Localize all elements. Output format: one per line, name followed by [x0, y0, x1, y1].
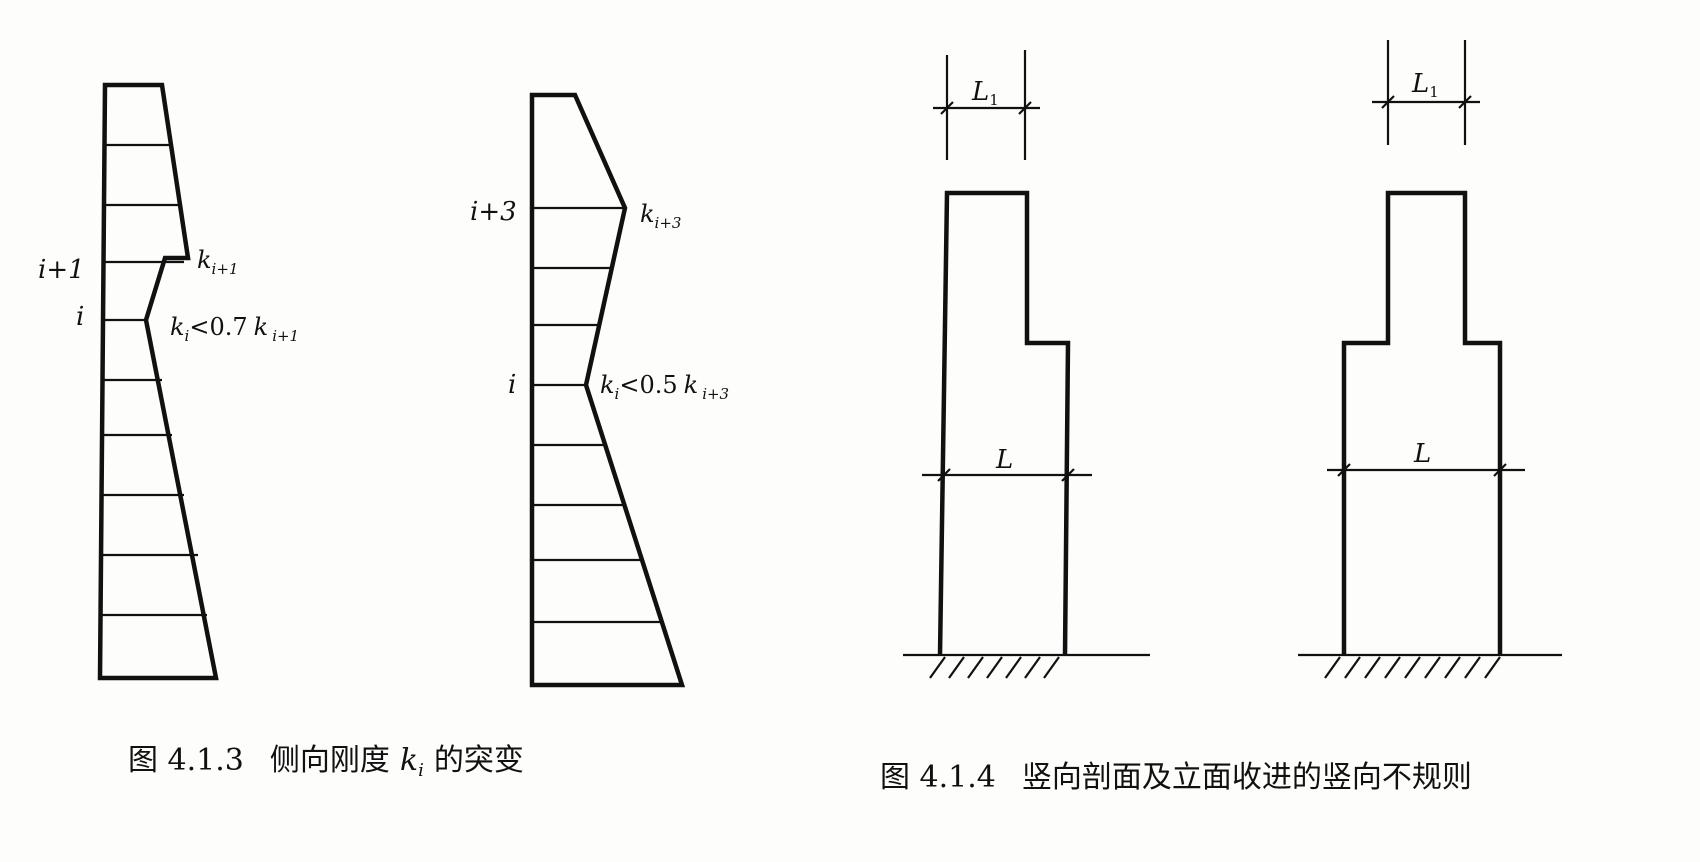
setback-elevation-right: L1 L [1298, 40, 1562, 679]
left-outline [97, 82, 219, 681]
left-elevation-outline [937, 190, 1071, 656]
dim-tick [1493, 463, 1507, 477]
ground-hatch [929, 656, 1060, 679]
stiffness-label-top: ki+3 [640, 200, 681, 232]
dim-tick [1018, 101, 1032, 115]
stiffness-label-top: ki+1 [197, 246, 238, 278]
dim-tick [1337, 463, 1351, 477]
floor-label-top: i+1 [38, 255, 85, 285]
ground-hatch [1324, 656, 1501, 679]
dim-label-l: L [995, 445, 1013, 475]
dim-tick [940, 101, 954, 115]
right-elevation-outline [1341, 190, 1503, 655]
dim-label-l: L [1413, 439, 1431, 469]
dim-tick [937, 468, 951, 482]
dim-tick [1381, 95, 1395, 109]
setback-elevation-left: L1 L [903, 50, 1150, 679]
floor-label-top: i+3 [470, 197, 517, 227]
floor-label-i: i [76, 302, 84, 332]
floor-label-i: i [508, 370, 516, 400]
dim-tick [1458, 95, 1472, 109]
dim-label-l1: L1 [971, 77, 999, 109]
dim-tick [1061, 468, 1075, 482]
dim-label-l1: L1 [1411, 69, 1439, 101]
